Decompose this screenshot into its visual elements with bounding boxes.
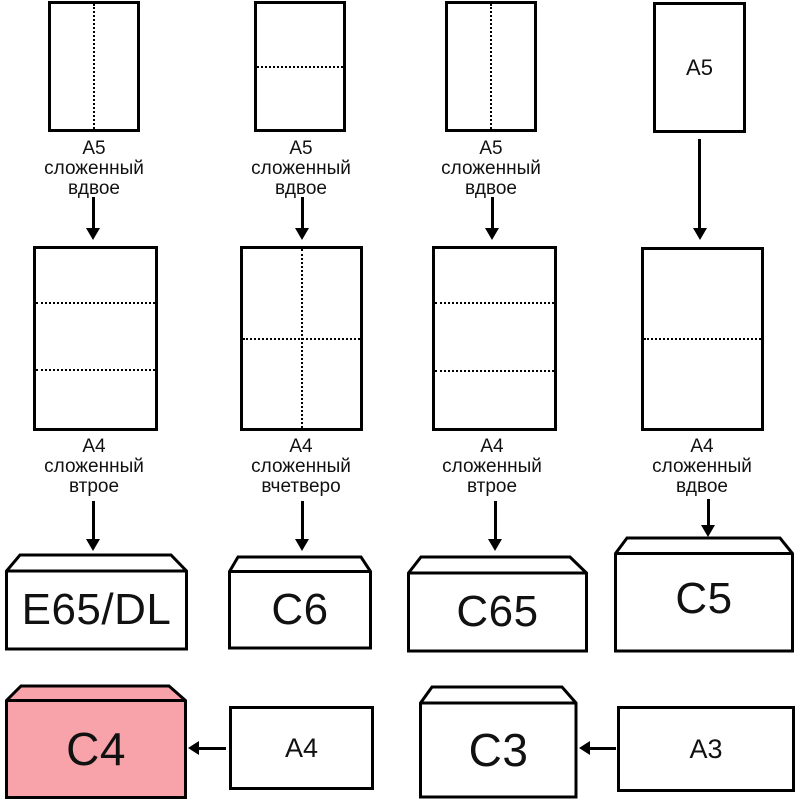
arrow-left-icon: [590, 746, 616, 750]
fold-line-vertical: [490, 4, 492, 129]
arrow-down-head-icon: [701, 525, 715, 537]
fold-line-horizontal: [644, 338, 761, 340]
arrow-down-head-icon: [488, 539, 502, 551]
envelope-label: C4: [66, 722, 126, 775]
envelope-c4: C4: [5, 684, 187, 800]
caption-a4-folded-half-4: A4 сложенный вдвое: [622, 437, 782, 497]
sheet-label: A5: [686, 54, 713, 80]
caption-line: сложенный: [251, 158, 351, 179]
caption-line: A4: [480, 436, 504, 457]
fold-line-horizontal: [36, 302, 155, 304]
arrow-down-head-icon: [295, 539, 309, 551]
arrow-down-icon: [91, 501, 95, 539]
arrow-left-head-icon: [579, 741, 590, 755]
fold-line-vertical: [93, 4, 95, 129]
envelope-shape: [228, 555, 372, 650]
a4-sheet-fold-half-4: [641, 247, 764, 431]
caption-a4-folded-thirds-3: A4 сложенный втрое: [412, 437, 572, 497]
envelope-c3: C3: [419, 685, 578, 799]
envelope-label: C6: [271, 584, 329, 634]
caption-line: сложенный: [652, 456, 752, 477]
envelope-shape: [419, 685, 578, 799]
caption-line: A5: [479, 138, 503, 159]
a4-sheet-fold-thirds-3: [432, 246, 557, 431]
caption-line: сложенный: [44, 158, 144, 179]
caption-line: втрое: [68, 476, 120, 497]
envelope-shape: [614, 536, 794, 653]
arrow-left-head-icon: [188, 741, 199, 755]
caption-line: A4: [690, 436, 714, 457]
envelope-label: C65: [456, 587, 539, 636]
arrow-down-head-icon: [485, 228, 499, 240]
envelope-c65: C65: [407, 555, 588, 653]
caption-a5-folded-half-3: A5 сложенный вдвое: [411, 139, 571, 199]
caption-line: сложенный: [441, 158, 541, 179]
envelope-label: C5: [675, 574, 733, 623]
arrow-down-head-icon: [295, 228, 309, 240]
envelope-c5: C5: [614, 536, 794, 653]
a5-sheet-fold-vertical-1: [48, 1, 140, 132]
fold-line-horizontal: [435, 370, 554, 372]
a4-source-sheet: A4: [229, 706, 374, 790]
a4-sheet-fold-thirds-1: [33, 246, 158, 431]
fold-line-horizontal: [435, 302, 554, 304]
caption-line: втрое: [466, 476, 518, 497]
a3-source-sheet: A3: [617, 706, 795, 792]
caption-a5-folded-half-2: A5 сложенный вдвое: [221, 139, 381, 199]
arrow-down-head-icon: [86, 228, 100, 240]
caption-a4-folded-quarters-2: A4 сложенный вчетверо: [221, 437, 381, 497]
fold-line-horizontal: [36, 369, 155, 371]
arrow-down-head-icon: [86, 539, 100, 551]
arrow-down-icon: [300, 197, 304, 228]
sheet-label: A4: [284, 732, 319, 763]
a5-sheet-fold-vertical-3: [445, 1, 537, 132]
envelope-c6: C6: [228, 555, 372, 650]
caption-line: A5: [289, 138, 313, 159]
arrow-down-icon: [490, 197, 494, 228]
envelope-shape: [5, 553, 188, 651]
caption-line: A4: [82, 436, 106, 457]
arrow-down-head-icon: [692, 228, 707, 240]
fold-line-horizontal: [243, 338, 360, 340]
arrow-down-icon: [300, 501, 304, 539]
caption-line: сложенный: [44, 456, 144, 477]
caption-line: вдвое: [68, 178, 120, 199]
caption-line: сложенный: [442, 456, 542, 477]
arrow-left-icon: [199, 746, 226, 750]
arrow-down-icon: [91, 197, 95, 228]
caption-line: A4: [289, 436, 313, 457]
arrow-down-icon: [493, 501, 497, 539]
caption-line: вчетверо: [261, 476, 341, 497]
sheet-label: A3: [689, 733, 723, 764]
envelope-label: E65/DL: [21, 585, 172, 634]
caption-line: A5: [82, 138, 106, 159]
a4-sheet-fold-quarters-2: [240, 246, 363, 431]
a5-sheet-unfolded-4: A5: [653, 2, 746, 133]
envelope-label: C3: [468, 724, 529, 776]
caption-a4-folded-thirds-1: A4 сложенный втрое: [14, 437, 174, 497]
envelope-shape: [5, 684, 187, 799]
caption-line: вдвое: [676, 476, 728, 497]
fold-line-horizontal: [257, 66, 343, 68]
caption-line: сложенный: [251, 456, 351, 477]
arrow-down-icon: [698, 139, 701, 228]
caption-line: вдвое: [275, 178, 327, 199]
envelope-shape: [407, 555, 588, 653]
a5-sheet-fold-horizontal-2: [254, 1, 346, 132]
caption-line: вдвое: [465, 178, 517, 199]
envelope-e65dl: E65/DL: [5, 553, 188, 651]
caption-a5-folded-half-1: A5 сложенный вдвое: [14, 139, 174, 199]
arrow-down-icon: [706, 499, 710, 525]
